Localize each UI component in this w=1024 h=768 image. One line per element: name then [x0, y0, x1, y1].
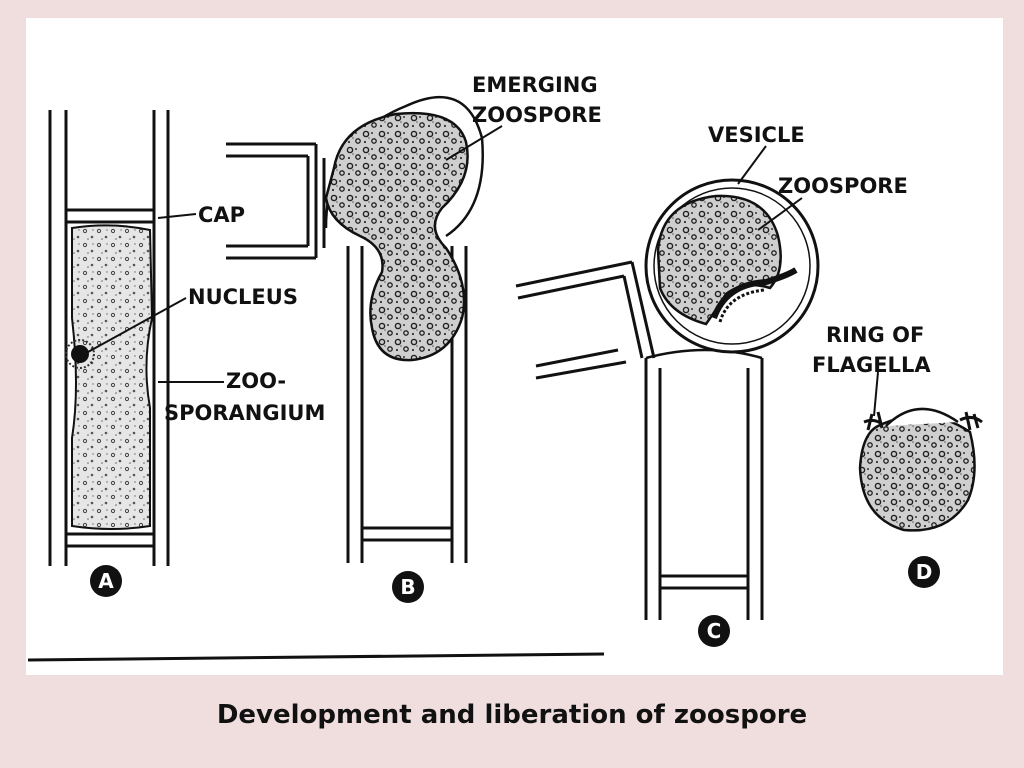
nucleus-shape [71, 345, 89, 363]
free-zoospore-shape [858, 414, 976, 532]
stage-a-filament [48, 110, 170, 566]
figure-caption: Development and liberation of zoospore [216, 700, 808, 730]
stage-c-letter: C [707, 619, 722, 643]
emerging-label-line2: ZOOSPORE [472, 103, 602, 127]
nucleus-pointer [87, 297, 187, 353]
emerging-zoospore-pointer [445, 125, 503, 161]
zoosporangium-label-line1: ZOO- [226, 369, 286, 393]
zoospore-in-vesicle-shape [656, 194, 782, 326]
stage-d-letter: D [916, 560, 933, 584]
vesicle-label: VESICLE [708, 123, 805, 147]
cap-pointer [157, 213, 197, 219]
cap-label: CAP [198, 203, 245, 227]
vesicle-pointer [737, 145, 767, 185]
ring-label-line1: RING OF [826, 323, 924, 347]
stage-a-letter: A [98, 569, 114, 593]
stage-a-marker [90, 565, 122, 597]
zoospore-pointer [757, 197, 803, 231]
ring-of-flagella-shape [863, 411, 983, 431]
emerging-zoospore-shape [324, 111, 469, 362]
zoosporangium-contents [71, 224, 154, 530]
zoospore-label: ZOOSPORE [778, 174, 908, 198]
ring-label-line2: FLAGELLA [812, 353, 931, 377]
stage-c-filament [515, 260, 764, 620]
diagram-panel: CAP NUCLEUS ZOO- SPORANGIUM A EMERGING Z… [26, 18, 1003, 675]
zoosporangium-label-line2: SPORANGIUM [164, 401, 325, 425]
ring-of-flagella-pointer [873, 371, 879, 417]
stage-d-marker [908, 556, 940, 588]
emerging-label-line1: EMERGING [472, 73, 598, 97]
stage-c-marker [698, 615, 730, 647]
stage-b-marker [392, 571, 424, 603]
stage-b-letter: B [400, 575, 415, 599]
nucleus-label: NUCLEUS [188, 285, 298, 309]
bottom-rule [27, 652, 605, 662]
